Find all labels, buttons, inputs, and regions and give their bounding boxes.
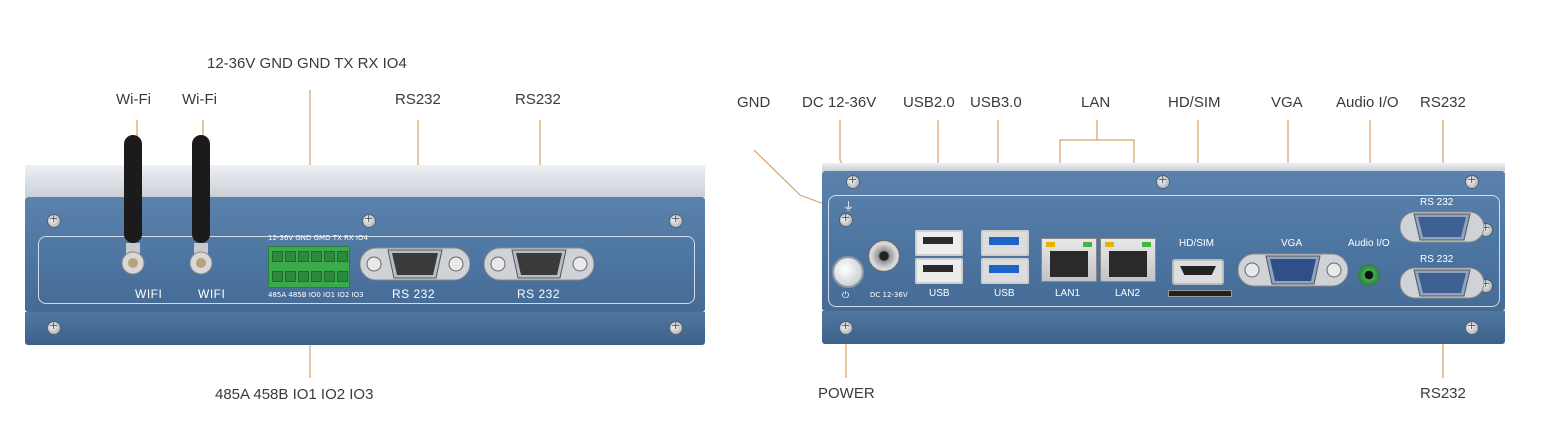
sim-slot [1168, 290, 1232, 297]
db9-connector-icon [360, 247, 470, 281]
usb-1-panel-label: USB [929, 288, 950, 299]
lan2-port [1100, 238, 1156, 282]
callout-rs232-top: RS232 [1420, 94, 1466, 111]
callout-wifi-1: Wi-Fi [116, 91, 151, 108]
lan1-panel-label: LAN1 [1055, 288, 1081, 299]
port-inset-frame [828, 195, 1500, 307]
ground-symbol-icon: ⏚ [843, 201, 854, 213]
callout-power: POWER [818, 385, 875, 402]
power-button[interactable] [832, 256, 864, 288]
screw-icon [670, 319, 682, 334]
callout-wifi-2: Wi-Fi [182, 91, 217, 108]
screw-icon [847, 173, 859, 188]
chassis-foot [822, 311, 1505, 344]
callout-terminal-bottom: 485A 458B IO1 IO2 IO3 [215, 386, 374, 403]
terminal-top-panel-label: 12-36V GND GMD TX RX IO4 [268, 234, 368, 242]
audio-panel-label: Audio I/O [1348, 238, 1390, 249]
callout-usb30: USB3.0 [970, 94, 1022, 111]
screw-icon [48, 212, 60, 227]
hdmi-port [1172, 259, 1224, 285]
usb3-port-1 [981, 230, 1029, 256]
vga-panel-label: VGA [1281, 238, 1303, 249]
db9-connector-icon [1400, 267, 1484, 299]
screw-icon [1466, 173, 1478, 188]
wifi-antenna-icon [121, 135, 145, 275]
callout-gnd: GND [737, 94, 771, 111]
screw-icon [1466, 319, 1478, 334]
power-symbol-icon: ⏻ [842, 290, 850, 300]
usb-2-panel-label: USB [994, 288, 1015, 299]
audio-jack-icon [1358, 264, 1380, 286]
callout-rs232-bottom: RS232 [1420, 385, 1466, 402]
usb2-port-2 [915, 258, 963, 284]
db9-connector-icon [1400, 211, 1484, 243]
dc-jack-icon [868, 240, 900, 272]
callout-dc: DC 12-36V [802, 94, 877, 111]
callout-rs232-2: RS232 [515, 91, 561, 108]
rs232-1-panel-label: RS 232 [392, 287, 436, 301]
screw-icon [840, 319, 852, 334]
chassis-foot [25, 312, 705, 345]
hdsim-panel-label: HD/SIM [1179, 238, 1214, 249]
terminal-bottom-panel-label: 485A 485B IO0 IO1 IO2 IO3 [268, 291, 364, 299]
port-inset-frame [38, 236, 695, 304]
db9-connector-icon [484, 247, 594, 281]
callout-vga: VGA [1271, 94, 1303, 111]
rs232-1-panel-label: RS 232 [1420, 197, 1454, 208]
callout-audio: Audio I/O [1336, 94, 1399, 111]
callout-hdsim: HD/SIM [1168, 94, 1221, 111]
screw-icon [48, 319, 60, 334]
lan2-panel-label: LAN2 [1115, 288, 1141, 299]
vga-connector-icon [1238, 253, 1348, 287]
screw-icon [363, 212, 375, 227]
usb3-port-2 [981, 258, 1029, 284]
wifi-antenna-icon [189, 135, 213, 275]
usb2-port-1 [915, 230, 963, 256]
rs232-2-panel-label: RS 232 [517, 287, 561, 301]
screw-icon [670, 212, 682, 227]
callout-lan: LAN [1081, 94, 1111, 111]
wifi-1-panel-label: WIFI [135, 287, 163, 301]
callout-terminal-top: 12-36V GND GND TX RX IO4 [207, 55, 407, 72]
rs232-2-panel-label: RS 232 [1420, 254, 1454, 265]
callout-usb20: USB2.0 [903, 94, 955, 111]
callout-rs232-1: RS232 [395, 91, 441, 108]
chassis-top-edge [822, 163, 1505, 171]
phoenix-terminal-block [268, 246, 350, 288]
screw-icon [1157, 173, 1169, 188]
dc-panel-label: DC 12-36V [870, 291, 908, 299]
lan1-port [1041, 238, 1097, 282]
wifi-2-panel-label: WIFI [198, 287, 226, 301]
gnd-screw-icon [840, 211, 852, 226]
